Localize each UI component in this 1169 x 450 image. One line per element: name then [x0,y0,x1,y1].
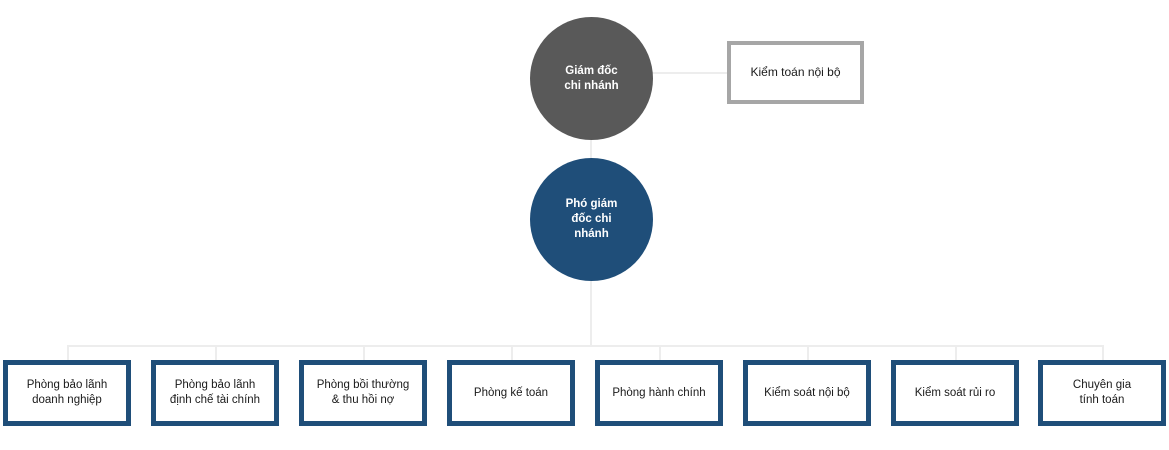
connector-drop-dept-4 [511,345,513,361]
node-department-8-label: Chuyên gia tính toán [1072,379,1132,406]
node-director[interactable]: Giám đốc chi nhánh [530,17,653,140]
node-department-5-label: Phòng hành chính [612,386,706,399]
connector-drop-dept-3 [363,345,365,361]
connector-drop-dept-5 [659,345,661,361]
connector-drop-dept-7 [955,345,957,361]
connector-deputy-trunk [590,278,592,346]
node-deputy-director[interactable]: Phó giám đốc chi nhánh [530,158,653,281]
connector-director-to-audit [652,72,728,74]
node-department-7-label: Kiểm soát rủi ro [914,386,996,399]
node-department-3-label: Phòng bồi thường & thu hồi nợ [316,379,410,406]
node-department-1[interactable]: Phòng bảo lãnh doanh nghiệp [3,360,131,426]
node-department-6[interactable]: Kiểm soát nội bộ [743,360,871,426]
node-department-4-label: Phòng kế toán [473,386,549,399]
node-department-1-label: Phòng bảo lãnh doanh nghiệp [26,379,108,406]
connector-drop-dept-2 [215,345,217,361]
node-department-3[interactable]: Phòng bồi thường & thu hồi nợ [299,360,427,426]
node-department-8[interactable]: Chuyên gia tính toán [1038,360,1166,426]
connector-director-to-deputy [590,136,592,162]
connector-drop-dept-8 [1102,345,1104,361]
node-internal-audit[interactable]: Kiểm toán nội bộ [727,41,864,104]
node-department-2-label: Phòng bảo lãnh định chế tài chính [169,379,261,406]
node-department-4[interactable]: Phòng kế toán [447,360,575,426]
connector-drop-dept-1 [67,345,69,361]
node-department-5[interactable]: Phòng hành chính [595,360,723,426]
connector-horizontal-bus [67,345,1103,347]
node-department-7[interactable]: Kiểm soát rủi ro [891,360,1019,426]
node-director-label: Giám đốc chi nhánh [564,64,619,92]
node-deputy-director-label: Phó giám đốc chi nhánh [565,198,618,240]
node-department-6-label: Kiểm soát nội bộ [764,386,850,399]
node-department-2[interactable]: Phòng bảo lãnh định chế tài chính [151,360,279,426]
node-internal-audit-label: Kiểm toán nội bộ [750,64,841,79]
connector-drop-dept-6 [807,345,809,361]
